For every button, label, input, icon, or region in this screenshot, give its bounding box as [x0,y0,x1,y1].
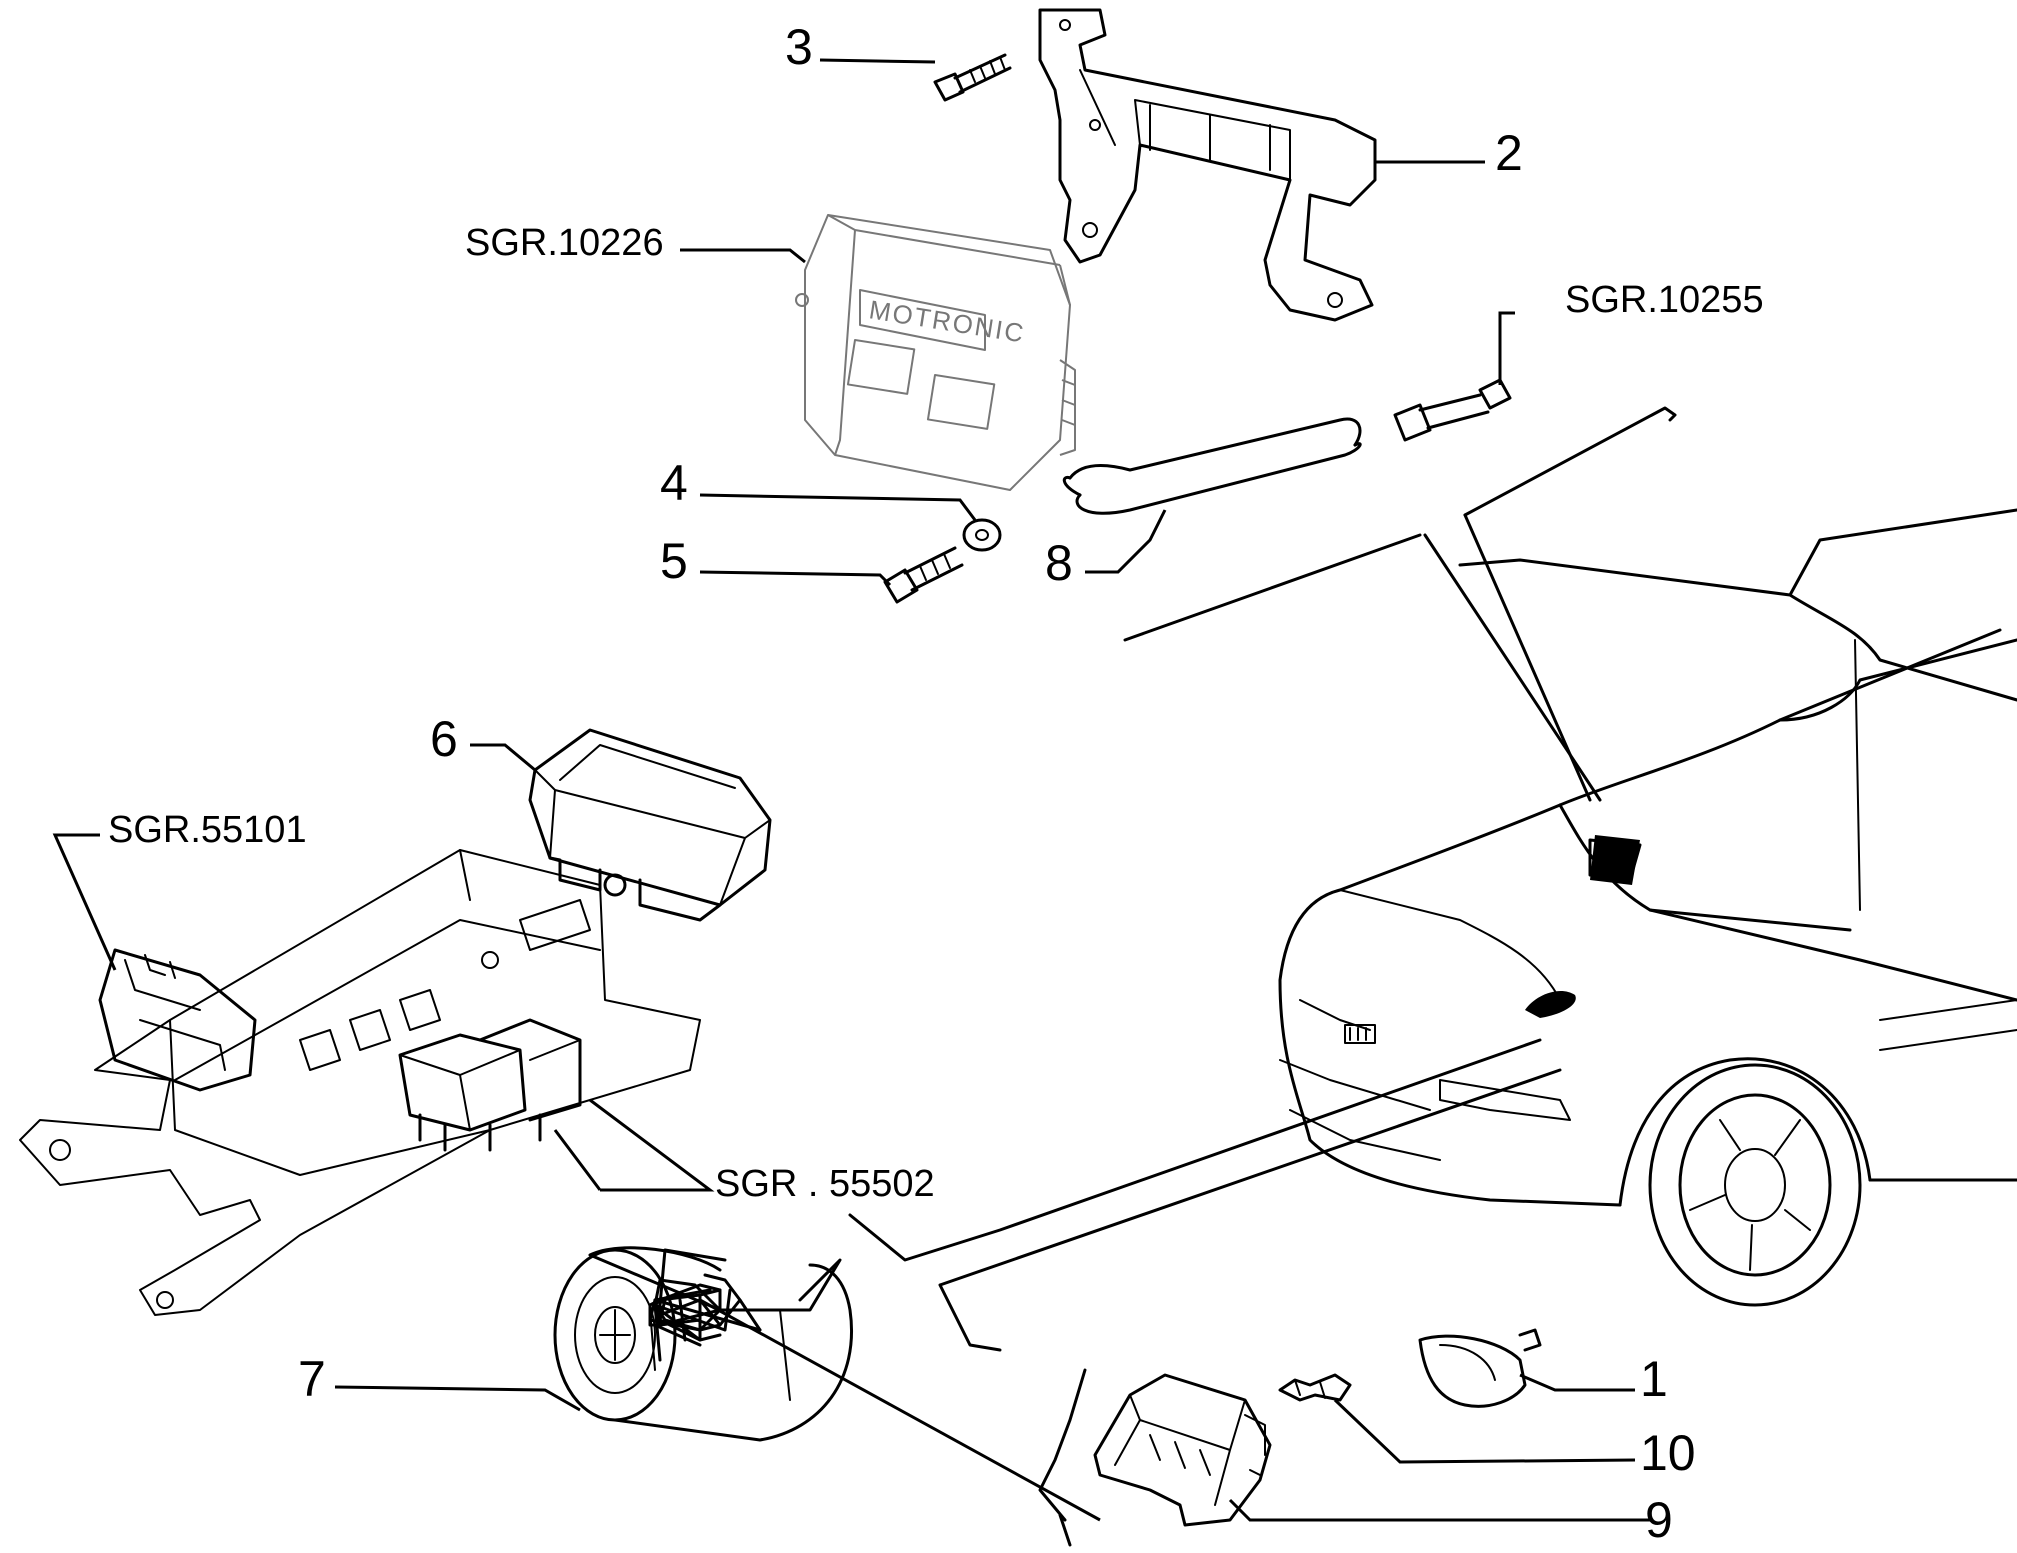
ref-sgr55101: SGR.55101 [108,809,307,851]
ecu-motronic[interactable]: MOTRONIC [795,214,1076,491]
car-outline [1278,508,2017,1307]
part-9-connector[interactable] [1093,1373,1272,1527]
callout-10: 10 [1640,1425,1696,1481]
part-10-terminal[interactable] [1278,1373,1352,1402]
part-4-washer[interactable] [962,518,1002,552]
callout-1: 1 [1640,1351,1668,1407]
sensor-sgr10255[interactable] [1393,378,1512,442]
callout-2: 2 [1495,125,1523,181]
callout-3: 3 [785,19,813,75]
part-7-top-connector[interactable] [648,1283,722,1327]
ecu-badge-label: MOTRONIC [867,294,1027,348]
part-1-boot[interactable] [1418,1328,1542,1408]
labels: 3 2 SGR.10226 SGR.10255 4 5 8 6 SGR.5510… [108,19,1764,1548]
part-3-bolt[interactable] [933,53,1012,102]
part-8-hose[interactable] [1062,417,1362,515]
part-7-airflow-meter[interactable] [553,1246,853,1442]
ref-sgr10255: SGR.10255 [1565,279,1764,321]
engine-bay-lines [848,406,1677,1547]
callout-5: 5 [660,533,688,589]
callout-8: 8 [1045,535,1073,591]
part-5-bolt[interactable] [883,546,964,604]
leader-lines [52,58,1650,1522]
callout-4: 4 [660,455,688,511]
callout-7: 7 [298,1351,326,1407]
part-6-cover[interactable] [528,728,772,922]
ref-sgr55502: SGR . 55502 [715,1163,935,1205]
relay-box-assembly[interactable] [19,849,701,1316]
part-2-bracket[interactable] [1038,8,1377,322]
callout-6: 6 [430,711,458,767]
callout-9: 9 [1645,1492,1673,1548]
ref-sgr10226: SGR.10226 [465,222,664,264]
